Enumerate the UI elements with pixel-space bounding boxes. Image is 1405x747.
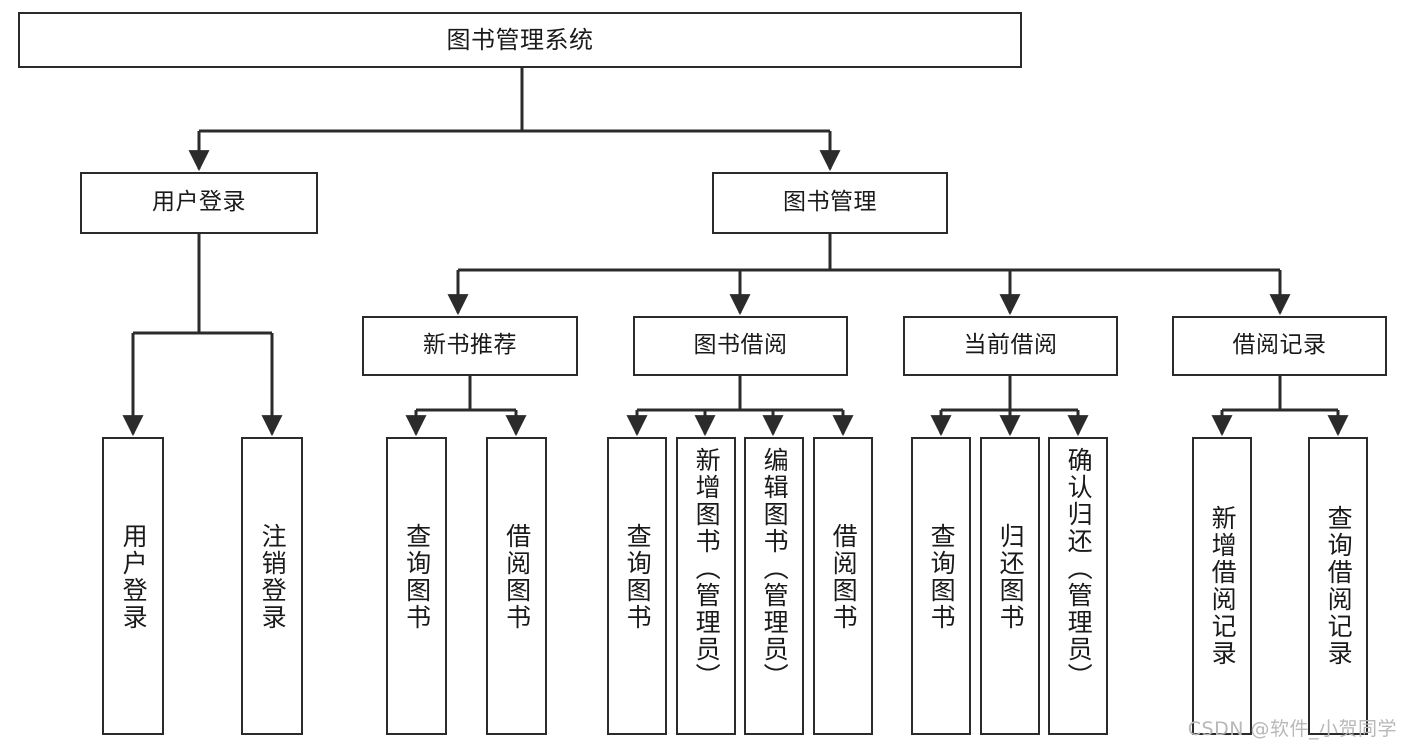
leaf-user-login[interactable]: 用户登录 <box>102 437 164 735</box>
leaf-query-book-borrow[interactable]: 查询图书 <box>607 437 667 735</box>
node-current-borrow[interactable]: 当前借阅 <box>903 316 1118 376</box>
node-label: 用户登录 <box>152 189 246 216</box>
leaf-return-book[interactable]: 归还图书 <box>980 437 1040 735</box>
node-book-management[interactable]: 图书管理 <box>712 172 948 234</box>
leaf-logout-login[interactable]: 注销登录 <box>241 437 303 735</box>
node-label: 注销登录 <box>258 523 288 631</box>
leaf-query-borrow-record[interactable]: 查询借阅记录 <box>1308 437 1368 735</box>
node-new-book-recommend[interactable]: 新书推荐 <box>362 316 578 376</box>
csdn-watermark: CSDN @软件_小贺同学 <box>1187 718 1397 740</box>
leaf-add-borrow-record[interactable]: 新增借阅记录 <box>1192 437 1252 735</box>
node-label: 借阅图书 <box>829 523 859 631</box>
node-book-borrow[interactable]: 图书借阅 <box>633 316 848 376</box>
node-label: 当前借阅 <box>963 332 1058 359</box>
node-label: 查询借阅记录 <box>1324 505 1354 667</box>
node-label: 借阅图书 <box>502 523 532 631</box>
node-root-library-system[interactable]: 图书管理系统 <box>18 12 1022 68</box>
node-label: 图书管理 <box>783 189 877 216</box>
node-label: 用户登录 <box>119 523 149 631</box>
leaf-query-book-current[interactable]: 查询图书 <box>911 437 971 735</box>
node-label: 查询图书 <box>623 523 653 631</box>
node-label: 编辑图书（管理员） <box>760 447 790 690</box>
node-label: 借阅记录 <box>1232 332 1327 359</box>
leaf-edit-book-admin[interactable]: 编辑图书（管理员） <box>744 437 804 735</box>
leaf-borrow-book-recommend[interactable]: 借阅图书 <box>486 437 547 735</box>
node-borrow-record[interactable]: 借阅记录 <box>1172 316 1387 376</box>
leaf-confirm-return-admin[interactable]: 确认归还（管理员） <box>1048 437 1108 735</box>
node-label: 确认归还（管理员） <box>1064 447 1094 690</box>
node-label: 图书管理系统 <box>446 25 594 54</box>
node-user-login[interactable]: 用户登录 <box>80 172 318 234</box>
node-label: 归还图书 <box>996 523 1026 631</box>
node-label: 新增借阅记录 <box>1208 505 1238 667</box>
node-label: 查询图书 <box>402 523 432 631</box>
leaf-borrow-book[interactable]: 借阅图书 <box>813 437 873 735</box>
node-label: 新增图书（管理员） <box>692 447 722 690</box>
leaf-query-book-recommend[interactable]: 查询图书 <box>386 437 447 735</box>
node-label: 新书推荐 <box>423 332 517 359</box>
leaf-add-book-admin[interactable]: 新增图书（管理员） <box>676 437 736 735</box>
node-label: 查询图书 <box>927 523 957 631</box>
node-label: 图书借阅 <box>693 332 788 359</box>
